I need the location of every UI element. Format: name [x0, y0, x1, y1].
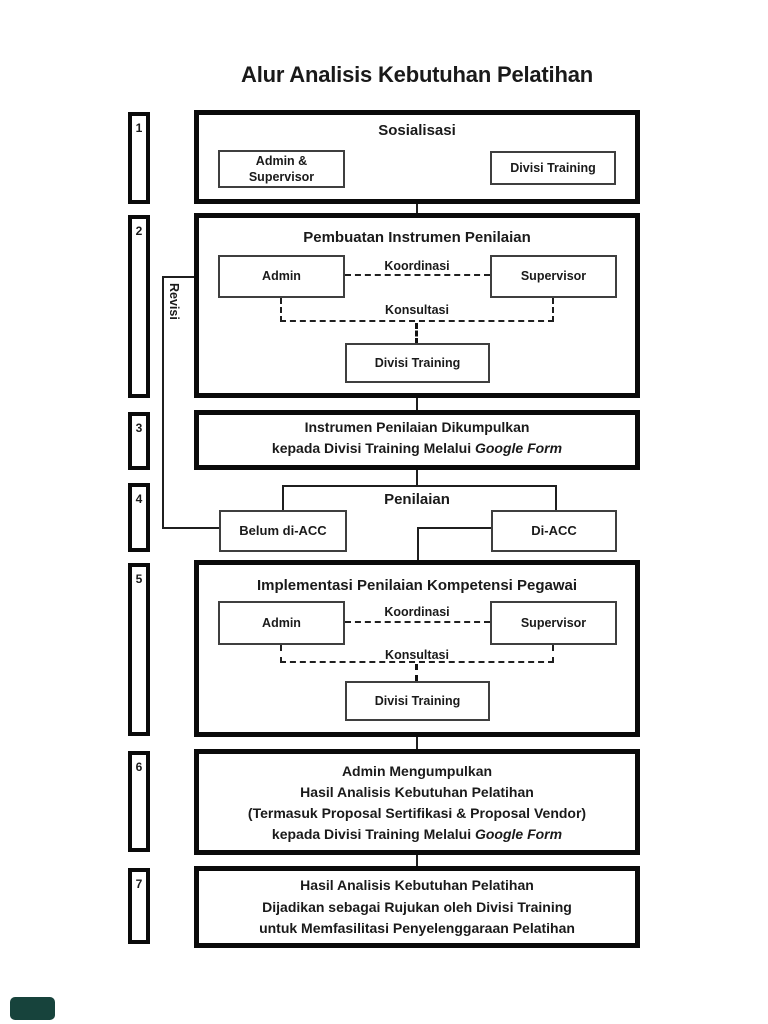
step-number-6: 6 [128, 751, 150, 852]
step2-konsultasi-dashed-left [280, 298, 282, 322]
step2-admin-box: Admin [218, 255, 345, 298]
step5-koordinasi-label: Koordinasi [384, 605, 450, 619]
revisi-label: Revisi [167, 283, 181, 320]
admin-label: Admin [262, 269, 301, 284]
step6-line1: Admin Mengumpulkan [341, 763, 493, 779]
step3-text: Instrumen Penilaian Dikumpulkan kepada D… [199, 417, 635, 459]
revisi-loop-bottom-horizontal [162, 527, 219, 529]
step6-line4: kepada Divisi Training Melalui Google Fo… [271, 826, 563, 842]
connector-step5-step6 [416, 737, 418, 749]
step3-box [194, 410, 640, 470]
di-acc-box: Di-ACC [491, 510, 617, 552]
revisi-loop-top-horizontal [162, 276, 194, 278]
step5-konsultasi-dashed-down [415, 664, 418, 681]
step6-line3: (Termasuk Proposal Sertifikasi & Proposa… [247, 805, 587, 821]
step2-divisi-training-box: Divisi Training [345, 343, 490, 383]
step7-line2: Dijadikan sebagai Rujukan oleh Divisi Tr… [262, 898, 572, 915]
connector-step1-step2 [416, 204, 418, 213]
step7-box [194, 866, 640, 948]
step-number-1: 1 [128, 112, 150, 204]
revisi-loop-vertical [162, 276, 164, 529]
divisi-training-label: Divisi Training [374, 355, 461, 370]
supervisor-label: Supervisor [520, 269, 587, 284]
admin-supervisor-label-line1: Admin & [255, 153, 308, 168]
step5-konsultasi-dashed-horizontal [280, 661, 554, 663]
step6-box [194, 749, 640, 855]
step2-koordinasi-label: Koordinasi [384, 259, 450, 273]
step5-admin-box: Admin [218, 601, 345, 645]
connector-step3-penilaian [416, 470, 418, 486]
penilaian-branch-right-drop [555, 485, 557, 511]
penilaian-branch-horizontal [282, 485, 557, 487]
supervisor-label: Supervisor [520, 615, 587, 630]
step4-heading: Penilaian [384, 491, 450, 508]
connector-step6-step7 [416, 855, 418, 866]
step5-konsultasi-dashed-left [280, 645, 282, 663]
step5-konsultasi-label: Konsultasi [385, 648, 449, 662]
step-number-3: 3 [128, 412, 150, 470]
diacc-connector-vertical [417, 527, 419, 560]
divisi-training-label: Divisi Training [510, 160, 596, 175]
step7-line3: untuk Memfasilitasi Penyelenggaraan Pela… [259, 920, 575, 936]
step1-heading: Sosialisasi [378, 122, 456, 139]
step3-line1: Instrumen Penilaian Dikumpulkan [304, 419, 530, 435]
admin-label: Admin [262, 615, 301, 630]
step2-konsultasi-dashed-horizontal [280, 320, 554, 322]
step2-konsultasi-dashed-down [415, 323, 418, 344]
step2-konsultasi-label: Konsultasi [385, 303, 449, 317]
diacc-connector-horizontal [417, 527, 491, 529]
penilaian-branch-left-drop [282, 485, 284, 511]
google-form-italic: Google Form [474, 440, 563, 456]
di-acc-label: Di-ACC [531, 522, 577, 538]
belum-di-acc-box: Belum di-ACC [219, 510, 347, 552]
step-number-4: 4 [128, 483, 150, 552]
admin-supervisor-label-line2: Supervisor [248, 170, 315, 184]
step3-line2: kepada Divisi Training Melalui Google Fo… [271, 440, 563, 456]
step-number-2: 2 [128, 215, 150, 398]
google-form-italic: Google Form [474, 826, 563, 842]
step5-divisi-training-box: Divisi Training [345, 681, 490, 721]
step6-text: Admin Mengumpulkan Hasil Analisis Kebutu… [199, 761, 635, 845]
step5-heading: Implementasi Penilaian Kompetensi Pegawa… [256, 577, 578, 594]
step1-admin-supervisor-box: Admin & Supervisor [218, 150, 345, 188]
step-number-5: 5 [128, 563, 150, 736]
step2-supervisor-box: Supervisor [490, 255, 617, 298]
step5-koordinasi-dashed-line [345, 621, 490, 623]
step5-konsultasi-dashed-right [552, 645, 554, 663]
step7-text: Hasil Analisis Kebutuhan Pelatihan Dijad… [199, 875, 635, 940]
belum-di-acc-label: Belum di-ACC [239, 522, 327, 538]
divisi-training-label: Divisi Training [374, 693, 461, 708]
step2-heading: Pembuatan Instrumen Penilaian [303, 229, 531, 246]
step-number-7: 7 [128, 868, 150, 944]
step1-divisi-training-box: Divisi Training [490, 151, 616, 185]
connector-step2-step3 [416, 398, 418, 410]
step2-koordinasi-dashed-line [345, 274, 490, 276]
step6-line2: Hasil Analisis Kebutuhan Pelatihan [300, 784, 534, 800]
page-title: Alur Analisis Kebutuhan Pelatihan [241, 62, 593, 87]
step5-supervisor-box: Supervisor [490, 601, 617, 645]
step7-line1: Hasil Analisis Kebutuhan Pelatihan [300, 877, 534, 893]
corner-badge [10, 997, 55, 1020]
step2-konsultasi-dashed-right [552, 298, 554, 322]
